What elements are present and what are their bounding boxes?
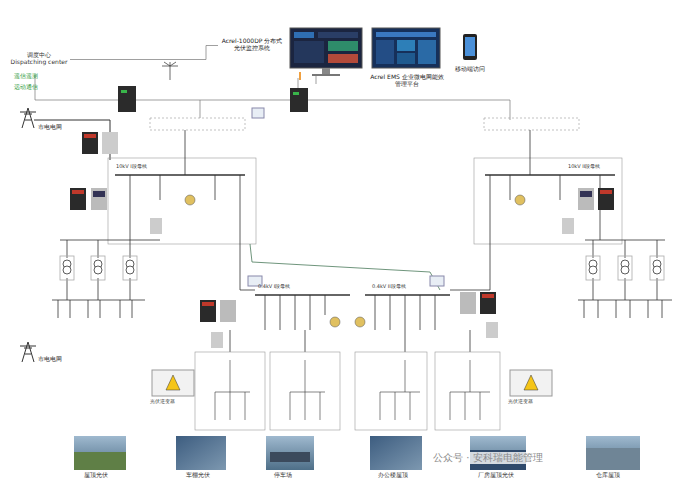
- link-mark: [299, 72, 301, 80]
- inverter-box: [152, 370, 552, 396]
- monitor-icon: [290, 28, 362, 76]
- bus-wiring: [450, 130, 672, 318]
- diagram-label: 屋顶光伏: [84, 472, 108, 478]
- diagram-label: 遥信遥测: [14, 73, 38, 79]
- node-text: 移动端访问: [450, 65, 490, 72]
- breaker-symbol: [185, 195, 525, 327]
- diagram-label: 市电电网: [38, 356, 62, 363]
- diagram-label: 市电电网: [38, 124, 62, 131]
- grid-tower: [20, 108, 110, 362]
- pv-feeder: [215, 360, 490, 420]
- system-label-box: Acrel-1000DP 分布式光伏监控系统: [218, 36, 286, 55]
- comm-connector: [70, 46, 218, 60]
- cabinet-box: [150, 118, 245, 130]
- transformer-symbol: [60, 256, 664, 280]
- diagram-label: 办公楼屋顶: [378, 472, 408, 478]
- phone-icon: [463, 34, 477, 60]
- diagram-label: 仓库屋顶: [596, 472, 620, 478]
- bus-wiring: [230, 295, 470, 352]
- pv-panel-box: [195, 352, 500, 430]
- diagram-label: 远动通信: [14, 84, 38, 90]
- tie-line: [250, 244, 440, 290]
- system-label-box: 移动端访问: [448, 64, 492, 76]
- bus-wiring: [52, 130, 255, 318]
- cabinet-box: [484, 118, 579, 130]
- diagram-label: 0.4kV I段母线: [258, 284, 290, 290]
- weather-station: [162, 62, 178, 80]
- site-photo: [74, 436, 640, 470]
- comm-line: [35, 75, 510, 120]
- node-text: Dispatching center: [10, 58, 68, 65]
- gateway-device: [118, 86, 308, 112]
- diagram-label: 停车场: [274, 472, 292, 478]
- node-text: Acrel EMS 企业微电网能效管理平台: [370, 73, 444, 87]
- diagram-label: 10kV II段母线: [568, 164, 600, 170]
- system-label-box: Acrel EMS 企业微电网能效管理平台: [368, 72, 446, 91]
- diagram-label: 10kV I段母线: [116, 164, 147, 170]
- relay-device: [70, 108, 614, 348]
- system-label-box: 调度中心Dispatching center: [8, 50, 70, 69]
- diagram-label: 厂房屋顶光伏: [478, 472, 514, 478]
- node-text: Acrel-1000DP 分布式光伏监控系统: [220, 37, 284, 51]
- diagram-label: 车棚光伏: [186, 472, 210, 478]
- node-text: 调度中心: [10, 51, 68, 58]
- monitor-icon: [372, 28, 440, 68]
- diagram-label: 光伏逆变器: [508, 399, 533, 405]
- watermark: 公众号 · 安科瑞电能管理: [430, 452, 546, 464]
- diagram-label: 0.4kV II段母线: [372, 284, 406, 290]
- diagram-label: 光伏逆变器: [150, 399, 175, 405]
